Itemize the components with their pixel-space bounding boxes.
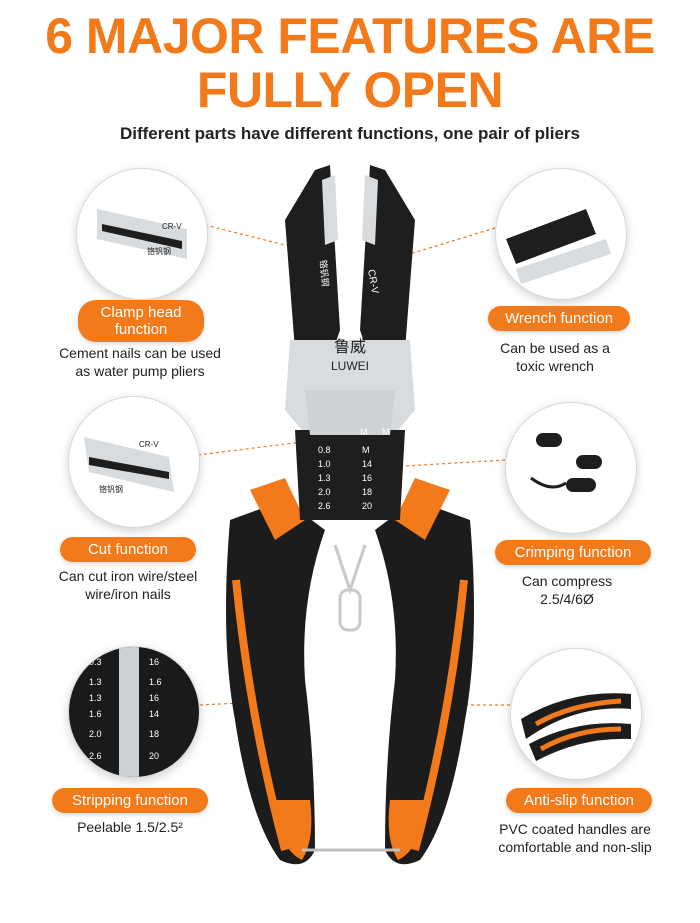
- crimping-label: Crimping function: [495, 540, 651, 565]
- stripping-desc: Peelable 1.5/2.5²: [77, 819, 183, 835]
- gauge-right-4: 18: [362, 487, 372, 497]
- strip-right-4: 14: [149, 709, 159, 719]
- brand-text: LUWEI: [331, 359, 369, 373]
- clamp-cr-text: CR-V: [162, 222, 182, 231]
- strip-left-1: 0.3: [89, 657, 102, 667]
- gauge-left-1: 0.8: [318, 445, 331, 455]
- gauge-left-3: 1.3: [318, 473, 331, 483]
- gauge-left-2: 1.0: [318, 459, 331, 469]
- wrench-closeup: [495, 168, 627, 300]
- clamp-cn-text: 铬钒钢: [147, 246, 171, 256]
- crimping-closeup: [505, 402, 637, 534]
- anti-slip-closeup: [510, 648, 642, 780]
- strip-left-6: 2.6: [89, 751, 102, 761]
- wrench-label: Wrench function: [488, 306, 630, 331]
- gauge-right-5: 20: [362, 501, 372, 511]
- strip-left-4: 1.6: [89, 709, 102, 719]
- strip-right-5: 18: [149, 729, 159, 739]
- strip-right-2: 1.6: [149, 677, 162, 687]
- brand-cn-text: 鲁威: [334, 338, 366, 356]
- pliers-illustration: 鲁威 LUWEI CR-V 铬钒钢 M M 0.8 1.0 1.3 2.0 2.…: [226, 165, 474, 865]
- gauge-right-2: 14: [362, 459, 372, 469]
- cut-cn-text: 铬钒钢: [99, 484, 123, 494]
- steel-text: CR-V: [365, 269, 380, 295]
- gauge-right-3: 16: [362, 473, 372, 483]
- gauge-head-1: M: [360, 427, 368, 437]
- strip-left-2: 1.3: [89, 677, 102, 687]
- cut-cr-text: CR-V: [139, 440, 159, 449]
- subtitle: Different parts have different functions…: [119, 124, 580, 143]
- clamp-head-closeup: CR-V 铬钒钢: [76, 168, 208, 300]
- strip-right-3: 16: [149, 693, 159, 703]
- stripping-label: Stripping function: [52, 788, 208, 813]
- anti-slip-label: Anti-slip function: [506, 788, 652, 813]
- cut-label: Cut function: [60, 537, 196, 562]
- strip-right-1: 16: [149, 657, 159, 667]
- strip-left-3: 1.3: [89, 693, 102, 703]
- gauge-left-5: 2.6: [318, 501, 331, 511]
- headline-line-1: 6 MAJOR FEATURES ARE: [45, 8, 655, 64]
- gauge-left-4: 2.0: [318, 487, 331, 497]
- stripping-closeup: 0.3 1.3 1.3 1.6 2.0 2.6 16 1.6 16 14 18 …: [68, 646, 200, 778]
- gauge-right-1: M: [362, 445, 370, 455]
- strip-left-5: 2.0: [89, 729, 102, 739]
- cut-closeup: CR-V 铬钒钢: [68, 396, 200, 528]
- strip-right-6: 20: [149, 751, 159, 761]
- steel-cn-text: 铬钒钢: [318, 259, 331, 287]
- headline-line-2: FULLY OPEN: [196, 62, 504, 118]
- gauge-head-2: M: [382, 427, 390, 437]
